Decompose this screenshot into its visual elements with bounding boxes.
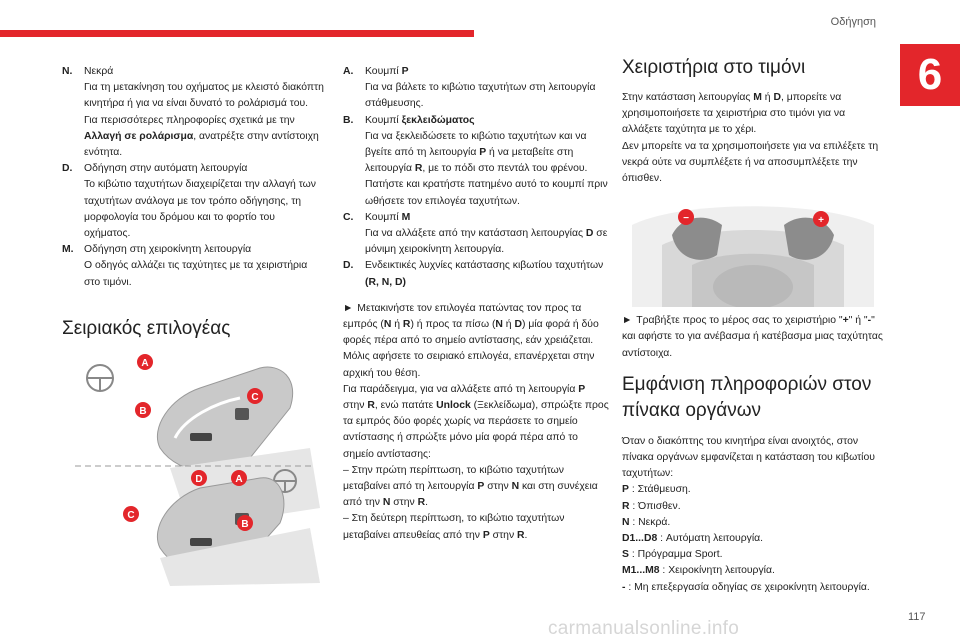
instruction-paragraph: ►Τραβήξτε προς το μέρος σας το χειριστήρ… <box>622 315 883 359</box>
body-paragraph: Όταν ο διακόπτης του κινητήρα είναι ανοι… <box>622 435 875 480</box>
definition-text: Ο οδηγός αλλάζει τις ταχύτητες με τα χει… <box>84 260 308 288</box>
page-number: 117 <box>908 611 926 623</box>
list-item: P : Στάθμευση. <box>622 484 691 496</box>
instruction-paragraph: Μόλις αφήσετε το σειριακό επιλογέα, επαν… <box>343 351 595 379</box>
svg-text:−: − <box>683 213 689 224</box>
gear-selector-illustration: A B C D A C B <box>75 354 320 586</box>
list-item: M1...M8 : Χειροκίνητη λειτουργία. <box>622 565 775 577</box>
callout-a-marker: A <box>231 470 247 486</box>
callout-b-marker: B <box>237 515 253 531</box>
body-paragraph: Δεν μπορείτε να τα χρησιμοποιήσετε για ν… <box>622 140 879 185</box>
definition-text: Για να ξεκλειδώσετε το κιβώτιο ταχυτήτων… <box>365 130 608 207</box>
list-item: N : Νεκρά. <box>622 516 671 528</box>
callout-b-marker: B <box>135 402 151 418</box>
definition-d: D. Οδήγηση στην αυτόματη λειτουργία Το κ… <box>62 161 324 242</box>
steering-wheel-icon <box>86 364 114 392</box>
cross-reference-link[interactable]: Αλλαγή σε ρολάρισμα <box>84 130 194 142</box>
svg-text:C: C <box>127 510 134 521</box>
list-item: R : Όπισθεν. <box>622 500 681 512</box>
minus-paddle-marker: − <box>678 209 694 226</box>
header-accent-bar <box>0 30 474 37</box>
instruction-paragraph: ►Μετακινήστε τον επιλογέα πατώντας τον π… <box>343 302 599 347</box>
svg-text:B: B <box>139 406 146 417</box>
definition-text: Για περισσότερες πληροφορίες σχετικά με … <box>84 114 319 159</box>
watermark-text: carmanualsonline.info <box>548 618 740 639</box>
definition-b: B. Κουμπί ξεκλειδώματος Για να ξεκλειδώσ… <box>343 113 609 210</box>
svg-text:C: C <box>251 392 258 403</box>
list-item: S : Πρόγραμμα Sport. <box>622 549 723 561</box>
section-title-steering-controls: Χειριστήρια στο τιμόνι <box>622 57 806 78</box>
definition-title: Κουμπί P <box>365 66 409 77</box>
definition-m: M. Οδήγηση στη χειροκίνητη λειτουργία Ο … <box>62 242 324 291</box>
definition-d-lights: D. Ενδεικτικές λυχνίες κατάστασης κιβωτί… <box>343 258 609 290</box>
section-title-sequential-selector: Σειριακός επιλογέας <box>62 317 231 339</box>
body-paragraph: Στην κατάσταση λειτουργίας M ή D, μπορεί… <box>622 92 846 136</box>
callout-a-marker: A <box>137 354 153 370</box>
gear-status-list: P : Στάθμευση. R : Όπισθεν. N : Νεκρά. D… <box>622 482 884 595</box>
column-left: N. Νεκρά Για τη μετακίνηση του οχήματος … <box>62 64 324 351</box>
column-middle: A. Κουμπί P Για να βάλετε το κιβώτιο ταχ… <box>343 64 609 544</box>
definition-n: N. Νεκρά Για τη μετακίνηση του οχήματος … <box>62 64 324 161</box>
right-paddle-icon <box>784 217 834 261</box>
definition-text: Για να αλλάξετε από την κατάσταση λειτου… <box>365 228 608 256</box>
svg-text:D: D <box>195 474 202 485</box>
definition-title: Ενδεικτικές λυχνίες κατάστασης κιβωτίου … <box>365 260 604 288</box>
definition-title: Νεκρά <box>84 66 114 77</box>
instruction-dash-item: – Στη δεύτερη περίπτωση, το κιβώτιο ταχυ… <box>343 513 565 541</box>
section-title-instrument-display: Εμφάνιση πληροφοριών στον πίνακα οργάνων <box>622 373 872 421</box>
definition-text: Για τη μετακίνηση του οχήματος με κλειστ… <box>84 82 324 110</box>
svg-text:A: A <box>141 358 148 369</box>
svg-text:B: B <box>241 519 248 530</box>
definition-key: N. <box>62 66 73 77</box>
definition-title: Κουμπί ξεκλειδώματος <box>365 114 475 126</box>
instruction-paragraph: Για παράδειγμα, για να αλλάξετε από τη λ… <box>343 383 609 460</box>
bullet-arrow-icon: ► <box>622 315 633 327</box>
plus-paddle-marker: + <box>813 211 829 228</box>
definition-title: Οδήγηση στην αυτόματη λειτουργία <box>84 163 248 175</box>
list-item: - : Μη επεξεργασία οδηγίας σε χειροκίνητ… <box>622 581 870 593</box>
definition-c: C. Κουμπί M Για να αλλάξετε από την κατά… <box>343 210 609 259</box>
left-paddle-icon <box>672 217 722 261</box>
steering-paddles-illustration: − + <box>622 195 884 308</box>
definition-text: Το κιβώτιο ταχυτήτων διαχειρίζεται την α… <box>84 179 316 240</box>
svg-text:A: A <box>235 474 242 485</box>
column-right: Χειριστήρια στο τιμόνι Στην κατάσταση λε… <box>622 56 884 596</box>
callout-d-marker: D <box>191 470 207 486</box>
page-header-title: Οδήγηση <box>830 16 876 28</box>
instruction-dash-item: – Στην πρώτη περίπτωση, το κιβώτιο ταχυτ… <box>343 464 598 509</box>
svg-text:+: + <box>818 215 824 226</box>
definition-a: A. Κουμπί P Για να βάλετε το κιβώτιο ταχ… <box>343 64 609 113</box>
callout-c-marker: C <box>247 388 263 404</box>
definition-title: Κουμπί M <box>365 211 411 223</box>
definition-title: Οδήγηση στη χειροκίνητη λειτουργία <box>84 244 252 256</box>
list-item: D1...D8 : Αυτόματη λειτουργία. <box>622 533 764 545</box>
bullet-arrow-icon: ► <box>343 302 354 314</box>
definition-text: Για να βάλετε το κιβώτιο ταχυτήτων στη λ… <box>365 82 596 110</box>
chapter-number: 6 <box>900 44 960 106</box>
callout-c-marker: C <box>123 506 139 522</box>
